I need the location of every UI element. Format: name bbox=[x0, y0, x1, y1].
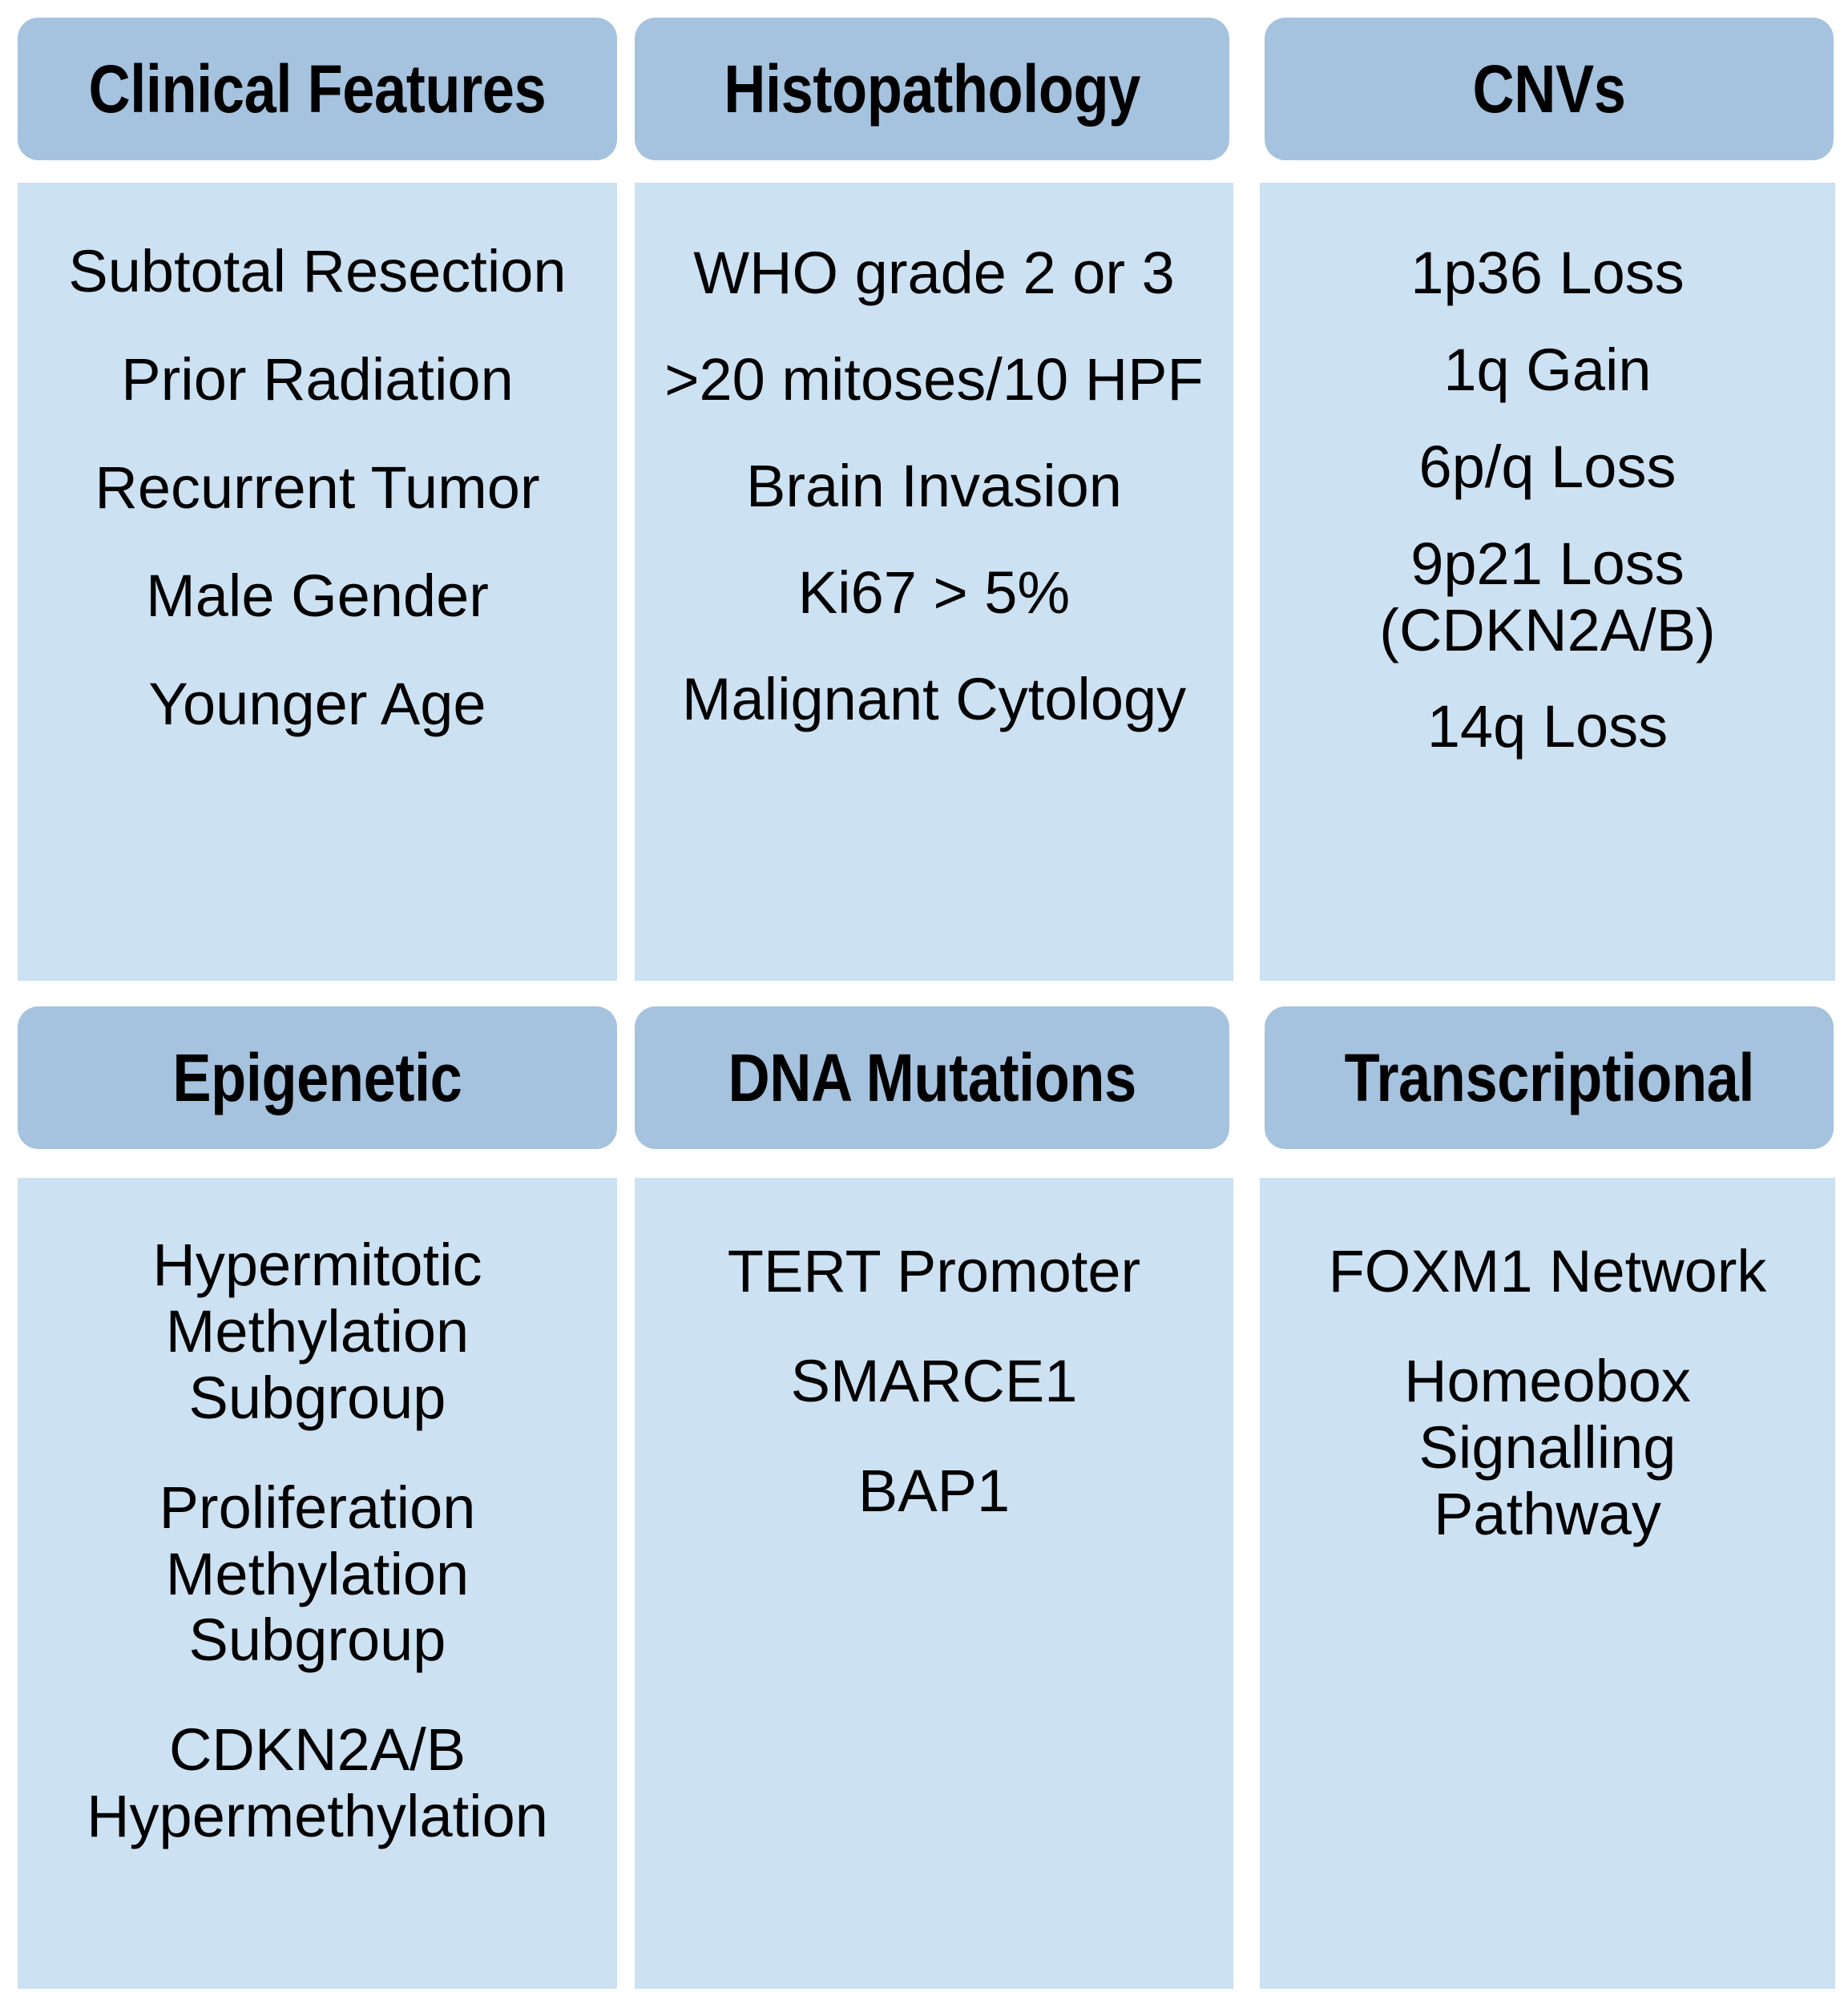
panel-item: Malignant Cytology bbox=[681, 665, 1187, 732]
panel-header-transcriptional: Transcriptional bbox=[1265, 1006, 1834, 1149]
panel-body-dna-mutations: TERT Promoter SMARCE1 BAP1 bbox=[635, 1178, 1233, 1989]
panel-item: Proliferation Methylation Subgroup bbox=[159, 1474, 476, 1674]
panel-item: BAP1 bbox=[857, 1457, 1011, 1524]
panel-header-label: CNVs bbox=[1472, 51, 1626, 127]
panel-header-clinical-features: Clinical Features bbox=[18, 18, 617, 160]
panel-item: Prior Radiation bbox=[121, 345, 514, 413]
panel-item: TERT Promoter bbox=[727, 1238, 1141, 1304]
panel-header-label: Epigenetic bbox=[172, 1040, 462, 1115]
panel-header-label: Clinical Features bbox=[88, 51, 547, 127]
panel-body-epigenetic: Hypermitotic Methylation Subgroup Prolif… bbox=[18, 1178, 617, 1989]
panel-item: 9p21 Loss (CDKN2A/B) bbox=[1379, 530, 1716, 663]
panel-body-histopathology: WHO grade 2 or 3 >20 mitoses/10 HPF Brai… bbox=[635, 183, 1233, 981]
panel-item: Brain Invasion bbox=[746, 452, 1122, 519]
panel-header-histopathology: Histopathology bbox=[635, 18, 1229, 160]
panel-item: Male Gender bbox=[146, 562, 489, 629]
panel-item: 1q Gain bbox=[1443, 336, 1652, 403]
panel-header-label: Transcriptional bbox=[1344, 1040, 1754, 1115]
panel-item: 6p/q Loss bbox=[1418, 433, 1677, 500]
panel-header-epigenetic: Epigenetic bbox=[18, 1006, 617, 1149]
panel-item: Hypermitotic Methylation Subgroup bbox=[152, 1232, 482, 1431]
panel-item: Subtotal Resection bbox=[68, 238, 567, 304]
panel-item: CDKN2A/B Hypermethylation bbox=[87, 1716, 548, 1850]
panel-header-label: Histopathology bbox=[724, 51, 1140, 127]
panel-item: Homeobox Signalling Pathway bbox=[1404, 1347, 1691, 1547]
panel-item: >20 mitoses/10 HPF bbox=[664, 345, 1204, 413]
panel-item: FOXM1 Network bbox=[1328, 1238, 1767, 1304]
panel-item: 1p36 Loss bbox=[1410, 240, 1685, 306]
panel-header-dna-mutations: DNA Mutations bbox=[635, 1006, 1229, 1149]
panel-item: 14q Loss bbox=[1426, 693, 1668, 760]
panel-item: Younger Age bbox=[148, 670, 486, 737]
panel-body-cnvs: 1p36 Loss 1q Gain 6p/q Loss 9p21 Loss (C… bbox=[1260, 183, 1835, 981]
panel-item: SMARCE1 bbox=[790, 1347, 1078, 1414]
panel-header-cnvs: CNVs bbox=[1265, 18, 1834, 160]
panel-body-transcriptional: FOXM1 Network Homeobox Signalling Pathwa… bbox=[1260, 1178, 1835, 1989]
panel-item: Recurrent Tumor bbox=[95, 454, 540, 521]
panel-body-clinical-features: Subtotal Resection Prior Radiation Recur… bbox=[18, 183, 617, 981]
panel-item: WHO grade 2 or 3 bbox=[693, 240, 1175, 306]
panel-header-label: DNA Mutations bbox=[728, 1040, 1136, 1115]
panel-item: Ki67 > 5% bbox=[797, 558, 1071, 626]
